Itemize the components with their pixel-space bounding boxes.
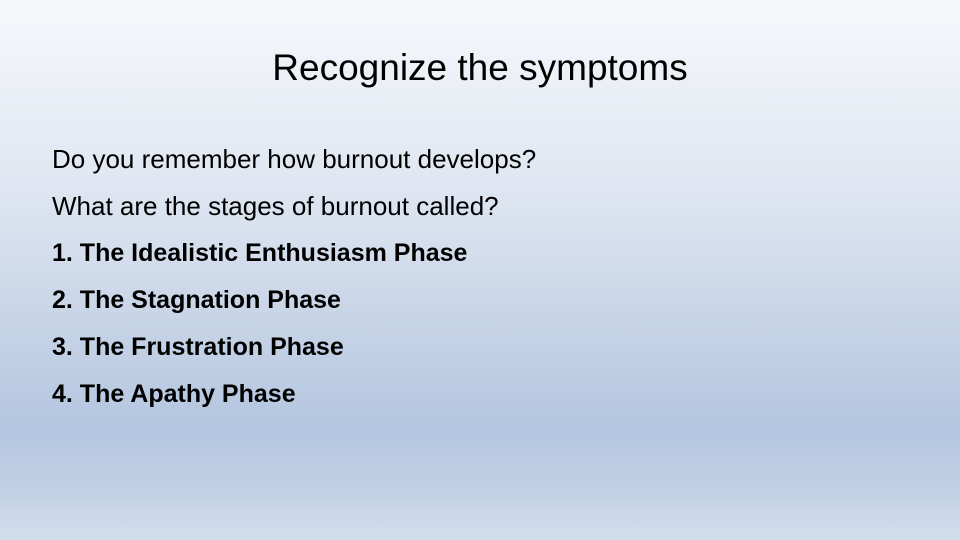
question-line: Do you remember how burnout develops?: [52, 144, 537, 174]
stage-item: 2. The Stagnation Phase: [52, 286, 341, 314]
stage-item: 4. The Apathy Phase: [52, 380, 296, 408]
slide-title: Recognize the symptoms: [272, 47, 688, 88]
stage-item: 1. The Idealistic Enthusiasm Phase: [52, 239, 468, 267]
stage-item: 3. The Frustration Phase: [52, 333, 344, 361]
slide-body: Do you remember how burnout develops? Wh…: [52, 136, 536, 418]
question-line: What are the stages of burnout called?: [52, 191, 499, 221]
